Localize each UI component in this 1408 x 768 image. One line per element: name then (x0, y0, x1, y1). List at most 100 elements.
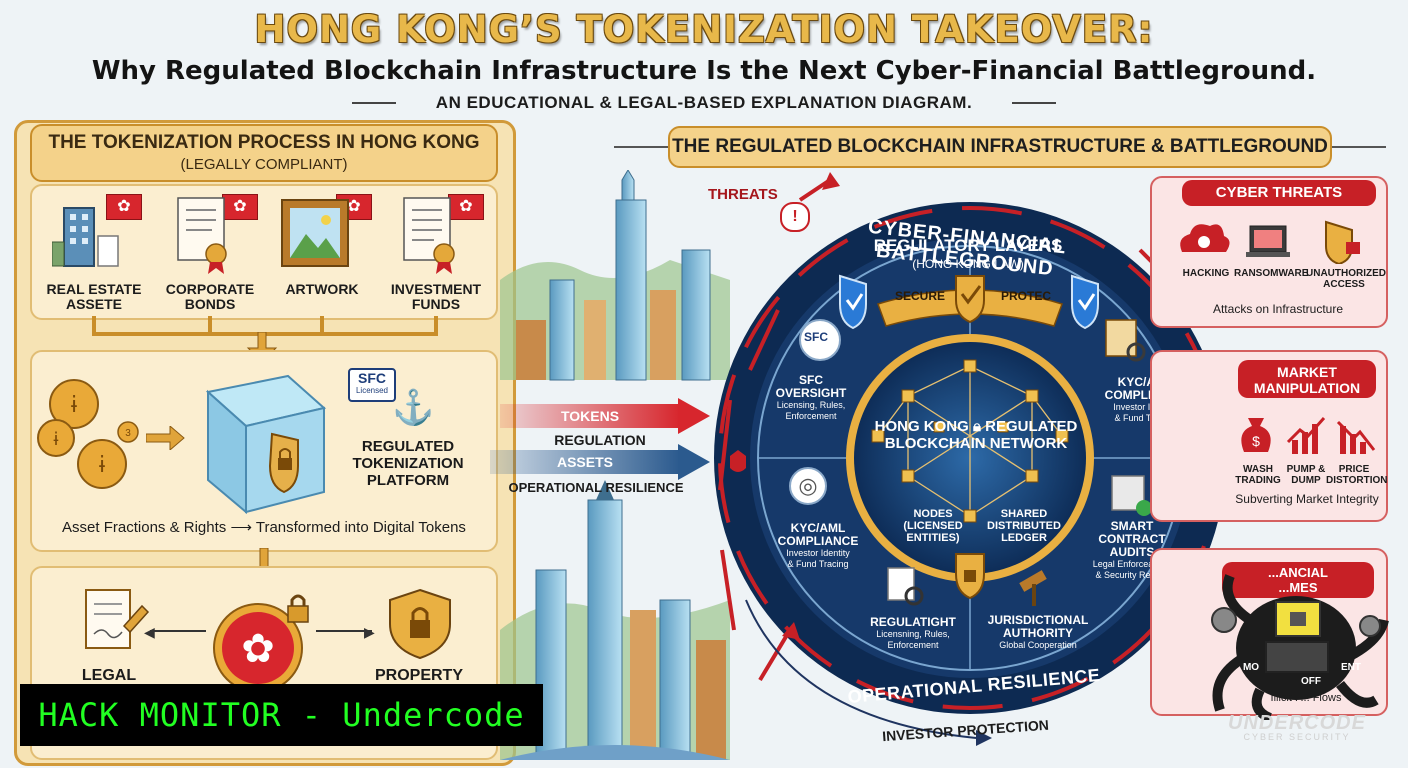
hk-flag-icon: ✿ (222, 194, 258, 220)
hacking-label: HACKING (1182, 268, 1230, 279)
financial-fragment-3: ENT (1341, 662, 1361, 673)
cyber-threats-title: CYBER THREATS (1182, 180, 1376, 206)
nodes-line1: NODES (913, 508, 953, 520)
kyc-right-desc-line2: & Fund Tracing (1114, 413, 1176, 423)
core-label-regulated: REGULATED (985, 418, 1078, 435)
page-subtitle: Why Regulated Blockchain Infrastructure … (91, 56, 1317, 86)
sfc-title-line2: OVERSIGHT (775, 386, 847, 400)
fractions-caption: Asset Fractions & Rights ⟶ Transformed i… (62, 519, 466, 536)
undercode-logo-sub: CYBER SECURITY (1243, 732, 1351, 742)
right-arrow-icon (146, 426, 185, 450)
undercode-logo-text: UNDERCODE (1228, 712, 1366, 734)
framed-painting-icon (281, 199, 349, 267)
property-label: PROPERTY (374, 667, 463, 684)
kyc-left-title-line2: COMPLIANCE (777, 534, 859, 548)
core-label-hong-kong: HONG KONG (874, 418, 969, 435)
operational-resilience-flow-label: OPERATIONAL RESILIENCE (508, 480, 684, 495)
infrastructure-header: THE REGULATED BLOCKCHAIN INFRASTRUCTURE … (668, 126, 1332, 168)
ribbon-secure-label: SECURE (894, 289, 945, 303)
anchor-icon: ⚓ (392, 389, 435, 427)
financial-crimes-title: ...ANCIAL ...MES (1222, 562, 1374, 598)
kyc-left-title-line1: KYC/AML (790, 521, 846, 535)
financial-title-line2: ...MES (1278, 580, 1318, 595)
smart-title-line3: AUDITS (1109, 545, 1155, 559)
assets-label: ASSETS (556, 454, 613, 470)
investment-funds-label-line1: INVESTMENT (390, 281, 482, 297)
hong-kong-skyline-illustration (500, 170, 730, 760)
smart-title-line2: CONTRACT (1098, 532, 1166, 546)
link-line-right (316, 630, 372, 632)
platform-label-line2: TOKENIZATION (352, 455, 464, 472)
artwork-asset: ✿ ARTWORK (274, 190, 372, 297)
price-distortion-label: PRICE DISTORTION (1326, 464, 1388, 486)
ribbon-protect-label: PROTEC (1000, 289, 1051, 303)
juris-title-line1: JURISDICTIONAL (987, 613, 1089, 627)
nodes-line3: ENTITIES) (906, 532, 960, 544)
kyc-aml-left-segment: KYC/AML COMPLIANCE Investor Identity & F… (756, 522, 880, 570)
hk-emblem-icon: ✿ (213, 594, 309, 690)
pump-line2: DUMP (1291, 475, 1321, 486)
sfc-desc-line1: Licensing, Rules, (776, 400, 846, 410)
market-manipulation-icons: $ (1241, 417, 1376, 454)
corporate-bonds-label: CORPORATE BONDS (156, 282, 264, 312)
connector-line (208, 316, 212, 334)
hacker-octopus-illustration (1211, 574, 1389, 720)
cyber-threats-caption: Attacks on Infrastructure (1212, 302, 1344, 316)
tokens-flow-band: TOKENS (500, 404, 680, 428)
investment-funds-label: INVESTMENT FUNDS (382, 282, 490, 312)
regulatight-desc-line2: Enforcement (887, 640, 939, 650)
bond-certificate-icon (177, 197, 227, 274)
smart-contract-audits-segment: SMART CONTRACT AUDITS Legal Enforceabili… (1070, 520, 1194, 581)
nodes-label: NODES (LICENSED ENTITIES) (898, 508, 968, 544)
link-line-left (150, 630, 206, 632)
ransomware-label: RANSOMWARE (1234, 268, 1309, 279)
hk-flag-icon: ✿ (448, 194, 484, 220)
market-title-line1: MARKET (1277, 364, 1337, 380)
market-title-line2: MANIPULATION (1253, 380, 1361, 396)
real-estate-label: REAL ESTATE ASSETE (40, 282, 148, 312)
market-manipulation-title: MARKET MANIPULATION (1238, 360, 1376, 398)
hk-flag-icon: ✿ (106, 194, 142, 220)
regulatight-desc-line1: Licensning, Rules, (876, 629, 950, 639)
financial-fragment-2: OFF (1301, 676, 1321, 687)
sfc-badge-text: SFC (358, 370, 386, 386)
core-label-network: BLOCKCHAIN NETWORK (884, 435, 1068, 452)
connector-line (320, 316, 324, 334)
artwork-label-line1: ARTWORK (285, 281, 359, 297)
platform-label-line3: PLATFORM (366, 472, 450, 489)
connector-line (434, 316, 438, 334)
regulatight-segment: REGULATIGHT Licensning, Rules, Enforceme… (858, 616, 968, 651)
price-line1: PRICE (1338, 464, 1370, 475)
tokenization-cube-icon (205, 374, 327, 515)
corporate-bonds-label-line2: BONDS (184, 296, 236, 312)
sfc-oversight-segment: SFC OVERSIGHT Licensing, Rules, Enforcem… (756, 374, 866, 422)
regulatory-layers-title: REGULATORY LAYERS (873, 236, 1063, 255)
smart-title-line1: SMART (1110, 519, 1154, 533)
cyber-threat-icons (1180, 220, 1360, 264)
jurisdictional-authority-segment: JURISDICTIONAL AUTHORITY Global Cooperat… (976, 614, 1100, 651)
kyc-left-desc-line2: & Fund Tracing (787, 559, 849, 569)
arrow-right-icon: ▶ (364, 624, 375, 640)
regulation-flow-label: REGULATION (554, 432, 646, 448)
alert-icon: ! (780, 202, 810, 232)
core-network-label: HONG KONG 🔒︎ REGULATED BLOCKCHAIN NETWOR… (866, 418, 1086, 452)
sfc-licensed-badge: SFC Licensed (348, 368, 396, 402)
building-icon (52, 207, 119, 267)
svg-text:$: $ (1252, 433, 1260, 449)
regulatory-layers-subtitle: (HONG KONG LAW) (912, 257, 1024, 271)
arrow-left-icon: ◀ (144, 624, 155, 640)
platform-label-line1: REGULATED (361, 438, 455, 455)
hack-monitor-banner: HACK MONITOR - Undercode (20, 684, 543, 746)
financial-crimes-caption: Illicit F... Flows (1270, 692, 1342, 704)
svg-text:✿: ✿ (241, 626, 275, 672)
smart-desc-line1: Legal Enforceability (1092, 559, 1172, 569)
lock-icon: 🔒︎ (972, 418, 981, 435)
page-title: HONG KONG’S TOKENIZATION TAKEOVER: (254, 8, 1154, 51)
assets-flow-band: ASSETS (490, 450, 680, 474)
tokens-label: TOKENS (560, 408, 620, 424)
page-note: AN EDUCATIONAL & LEGAL-BASED EXPLANATION… (435, 93, 973, 112)
svg-text:ɨ: ɨ (71, 393, 77, 418)
corporate-bonds-asset: ✿ CORPORATE BONDS (162, 190, 258, 312)
price-line2: DISTORTION (1326, 475, 1388, 486)
wash-line2: TRADING (1235, 475, 1281, 486)
